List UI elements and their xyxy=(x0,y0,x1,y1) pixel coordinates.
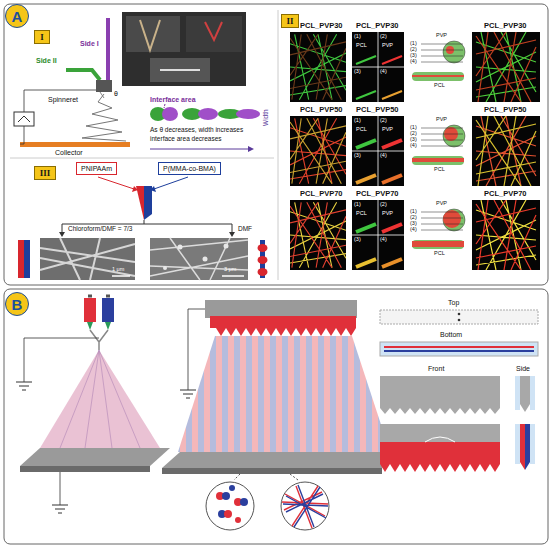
node-text: P(MMA-co-BMA) xyxy=(163,165,216,172)
label: Front xyxy=(428,365,444,372)
label: Collector xyxy=(55,149,83,156)
label: PCL xyxy=(356,43,367,49)
label: (4) xyxy=(410,59,417,65)
node-text: I xyxy=(40,33,44,42)
label: Top xyxy=(448,299,459,306)
label: (1) xyxy=(354,34,361,40)
label: 3 μm xyxy=(224,267,236,273)
label: θ xyxy=(114,90,118,97)
label: PCL xyxy=(434,83,445,89)
label: DMF xyxy=(238,226,252,233)
node-text: PNIPAAm xyxy=(81,165,112,172)
label: PVP xyxy=(382,211,393,217)
label: (3) xyxy=(354,69,361,75)
label: PVP xyxy=(382,127,393,133)
label: PCL_PVP70 xyxy=(484,190,527,198)
label: PVP xyxy=(436,33,447,39)
label: (1) xyxy=(410,41,417,47)
label: (2) xyxy=(410,215,417,221)
label: As θ decreases, width increases xyxy=(150,127,243,134)
label: (1) xyxy=(410,209,417,215)
label: Width xyxy=(263,109,270,126)
label: (2) xyxy=(410,131,417,137)
label: (3) xyxy=(410,137,417,143)
panel-letter: A xyxy=(5,4,29,28)
label: Bottom xyxy=(440,331,462,338)
label: PCL_PVP50 xyxy=(484,106,527,114)
label: (4) xyxy=(380,153,387,159)
label: (3) xyxy=(410,53,417,59)
panel-numeral: I xyxy=(34,30,50,44)
label: PVP xyxy=(436,201,447,207)
label: PCL_PVP70 xyxy=(300,190,343,198)
fluorescence-images xyxy=(290,32,540,270)
label: 1 μm xyxy=(112,267,124,273)
label: (2) xyxy=(380,118,387,124)
label: PCL_PVP30 xyxy=(356,22,399,30)
panel-numeral: III xyxy=(34,166,56,180)
panel-frames xyxy=(4,4,548,544)
label: Side I xyxy=(80,40,99,47)
label: PCL_PVP30 xyxy=(300,22,343,30)
node-text: III xyxy=(40,169,51,178)
label: (1) xyxy=(354,118,361,124)
node-text: B xyxy=(12,297,23,312)
label: (3) xyxy=(354,153,361,159)
label: Side xyxy=(516,365,530,372)
label: Spinneret xyxy=(48,96,78,103)
label: Interface area xyxy=(150,96,196,103)
label: PCL xyxy=(356,211,367,217)
label: PCL_PVP50 xyxy=(300,106,343,114)
label: (2) xyxy=(410,47,417,53)
label: (3) xyxy=(410,221,417,227)
label: PCL_PVP70 xyxy=(356,190,399,198)
label: PCL xyxy=(434,251,445,257)
label: (2) xyxy=(380,34,387,40)
label: PVP xyxy=(382,43,393,49)
label: PCL xyxy=(356,127,367,133)
label: (2) xyxy=(380,202,387,208)
node-text: II xyxy=(286,17,293,26)
node-text: A xyxy=(12,9,23,24)
label: (3) xyxy=(354,237,361,243)
label: (4) xyxy=(410,143,417,149)
label: Chloroform/DMF = 7/3 xyxy=(68,226,132,233)
label: PCL_PVP50 xyxy=(356,106,399,114)
label: (4) xyxy=(410,227,417,233)
label: (1) xyxy=(354,202,361,208)
panel-numeral: II xyxy=(281,14,299,28)
electrospinning-setup xyxy=(14,12,260,152)
coaxial-panel xyxy=(18,177,268,280)
label: (4) xyxy=(380,69,387,75)
polymer-box: PNIPAAm xyxy=(76,162,117,175)
label: Side II xyxy=(36,57,57,64)
panel-letter: B xyxy=(5,292,29,316)
label: PCL xyxy=(434,167,445,173)
label: interface area decreases xyxy=(150,136,222,143)
label: (4) xyxy=(380,237,387,243)
polymer-box: P(MMA-co-BMA) xyxy=(158,162,221,175)
label: (1) xyxy=(410,125,417,131)
label: PCL_PVP30 xyxy=(484,22,527,30)
label: PVP xyxy=(436,117,447,123)
panel-b-setups xyxy=(16,296,538,530)
